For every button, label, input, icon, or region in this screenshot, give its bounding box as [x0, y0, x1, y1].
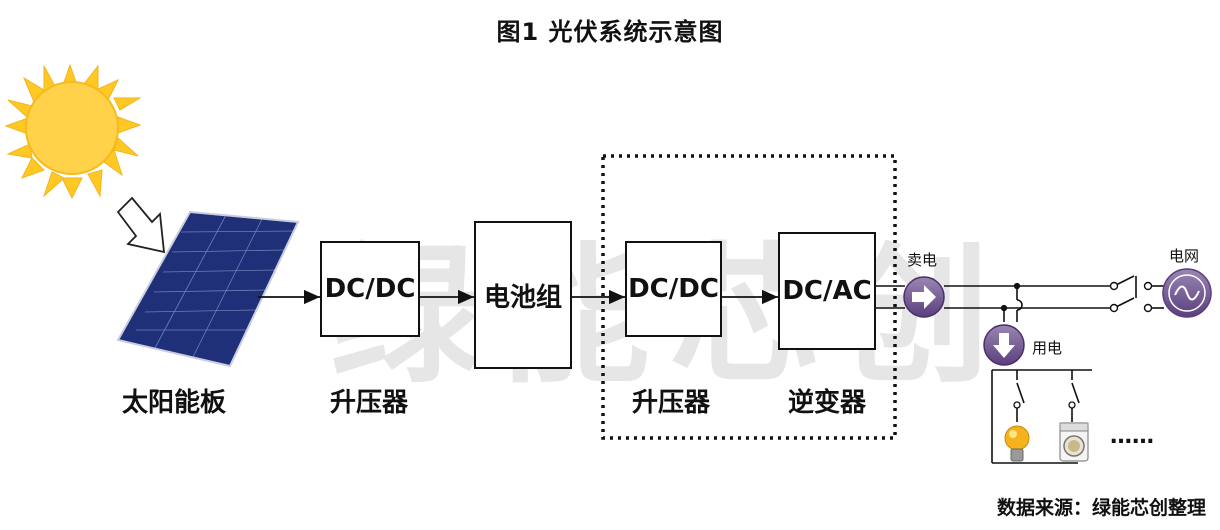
more-appliances-ellipsis: …… [1110, 424, 1154, 449]
sunlight-arrow [116, 196, 166, 254]
grid-label: 电网 [1169, 247, 1200, 265]
solar-panel-icon [116, 210, 300, 368]
lightbulb-icon [1004, 425, 1030, 462]
inverter-system-boundary [601, 154, 897, 440]
inverter-label: 逆变器 [788, 388, 867, 418]
sun-icon [4, 63, 142, 200]
sell-label: 卖电 [907, 251, 938, 269]
dcdc-converter-1: DC/DC [320, 241, 420, 337]
booster-1-label: 升压器 [330, 388, 409, 418]
use-meter-icon [983, 324, 1025, 366]
diagram-title: 图1 光伏系统示意图 [496, 18, 724, 46]
ac-bus [876, 275, 1164, 309]
booster-2-label: 升压器 [632, 388, 711, 418]
solar-panel-label: 太阳能板 [122, 388, 227, 418]
dcac-inverter: DC/AC [778, 232, 876, 350]
use-label: 用电 [1032, 339, 1063, 357]
source-note: 数据来源：绿能芯创整理 [996, 497, 1206, 519]
dcdc-converter-2: DC/DC [625, 241, 722, 337]
washing-machine-icon [1059, 422, 1089, 462]
sell-meter-icon [903, 276, 945, 318]
household-branch [991, 286, 1092, 464]
grid-ac-icon [1162, 268, 1212, 318]
battery-pack: 电池组 [474, 221, 572, 369]
